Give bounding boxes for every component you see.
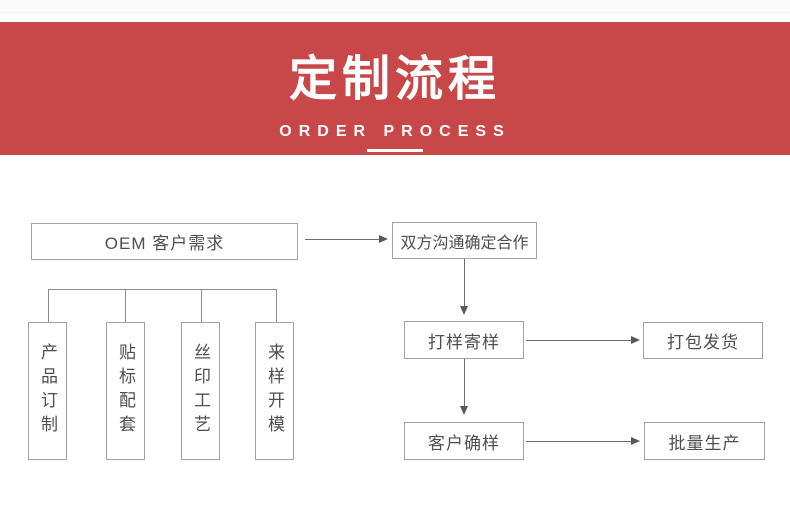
section-subtitle: ORDER PROCESS (279, 123, 511, 140)
arrow-oem-to-communicate-head-icon (379, 235, 388, 243)
section-title: 定制流程 (288, 53, 501, 106)
top-section-edge (0, 0, 790, 13)
flow-node-communicate-cooperation: 双方沟通确定合作 (392, 222, 537, 259)
flow-node-customer-confirm: 客户确样 (404, 422, 524, 460)
arrow-sample-to-ship-head-icon (631, 336, 640, 344)
arrow-sample-to-confirm-line (464, 359, 465, 407)
arrow-sample-to-confirm-head-icon (460, 406, 468, 415)
arrow-confirm-to-mass-line (526, 441, 632, 442)
branch-tree-horizontal-line (48, 289, 277, 290)
branch-tree-stub-1 (48, 289, 49, 322)
section-header-banner: 定制流程 ORDER PROCESS (0, 22, 790, 155)
title-underline-decoration (367, 149, 423, 152)
branch-tree-stub-4 (276, 289, 277, 322)
branch-node-labeling-package: 贴标配套 (106, 322, 145, 460)
arrow-communicate-to-sample-head-icon (460, 306, 468, 315)
arrow-confirm-to-mass-head-icon (631, 437, 640, 445)
flow-node-proof-sample: 打样寄样 (404, 321, 524, 359)
flow-node-pack-ship: 打包发货 (643, 322, 763, 359)
branch-tree-stub-3 (201, 289, 202, 322)
branch-tree-stub-2 (125, 289, 126, 322)
branch-node-sample-mold: 来样开模 (255, 322, 294, 460)
flow-node-oem-requirement: OEM 客户需求 (31, 223, 298, 260)
flow-node-mass-production: 批量生产 (644, 422, 765, 460)
arrow-communicate-to-sample-line (464, 259, 465, 307)
branch-node-silkscreen-craft: 丝印工艺 (181, 322, 220, 460)
branch-node-product-customization: 产品订制 (28, 322, 67, 460)
arrow-oem-to-communicate-line (305, 239, 379, 240)
arrow-sample-to-ship-line (526, 340, 632, 341)
